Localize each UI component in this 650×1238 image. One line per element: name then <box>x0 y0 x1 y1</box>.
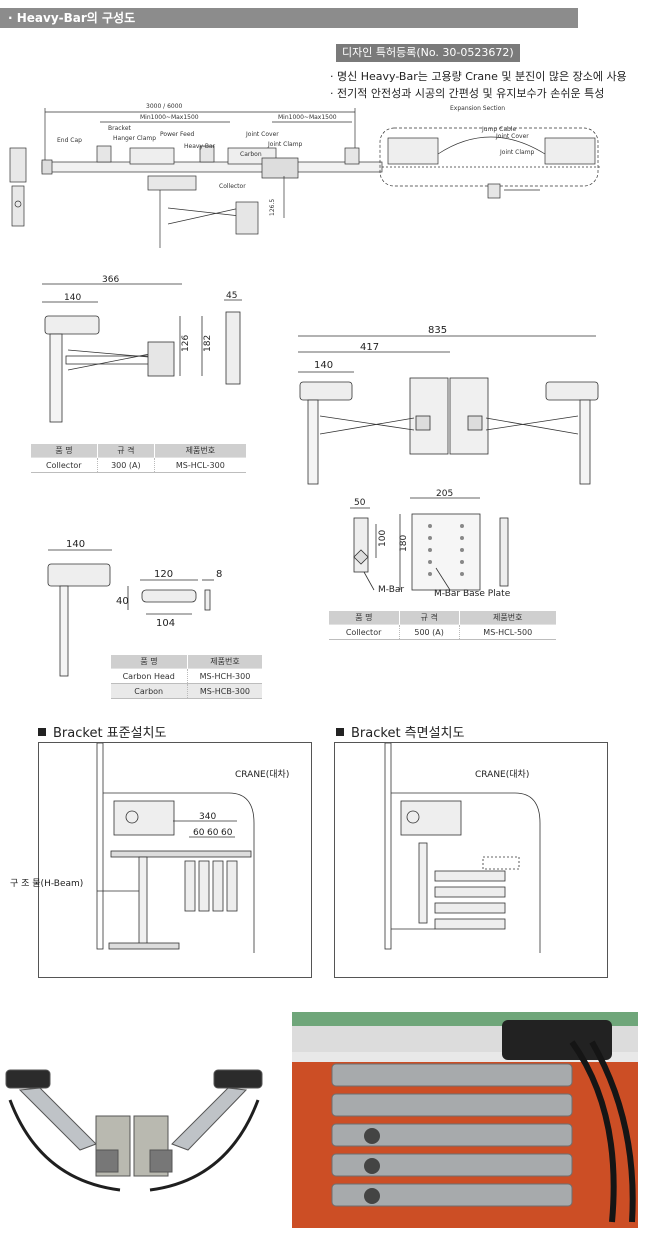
table-cell: 500 (A) <box>398 624 460 640</box>
table-header: 제품번호 <box>186 655 262 669</box>
dim-plate-h2: 180 <box>399 535 409 552</box>
dim-60-a: 60 <box>193 828 205 838</box>
label-hanger-clamp: Hanger Clamp <box>113 135 156 142</box>
label-collector: Collector <box>219 183 246 190</box>
collector-300-drawing: 366 140 45 126 182 <box>42 275 242 423</box>
label-joint-clamp-2: Joint Clamp <box>499 149 535 156</box>
feature-note-1: · 명신 Heavy-Bar는 고용량 Crane 및 분진이 많은 장소에 사… <box>330 70 627 83</box>
dim-h2: 182 <box>203 335 213 352</box>
table-header: 제품번호 <box>458 611 556 625</box>
dim-length: 3000 / 6000 <box>146 103 183 110</box>
label-carbon: Carbon <box>240 151 262 158</box>
carbon-drawing: 140 120 8 40 104 <box>47 539 222 677</box>
dim-span-left: Min1000~Max1500 <box>140 114 199 121</box>
dim-carbon-104: 104 <box>156 618 175 629</box>
bullet-square-icon <box>38 728 46 736</box>
collector-500-drawing: 835 417 140 <box>298 325 599 485</box>
section-title: · Heavy-Bar의 구성도 <box>0 8 578 28</box>
table-cell: MS-HCB-300 <box>186 683 262 699</box>
label-heavy-bar: Heavy-Bar <box>184 143 216 150</box>
dim-carbon-head: 140 <box>66 539 85 550</box>
table-cell: Collector <box>30 457 98 473</box>
bracket-side-drawing: CRANE(대차) <box>384 742 541 953</box>
dim-depth: 45 <box>226 291 237 301</box>
bracket-std-title: Bracket 표준설치도 <box>38 722 166 741</box>
table-cell: Collector <box>328 624 400 640</box>
table-cell: Carbon <box>110 683 188 699</box>
bullet-square-icon <box>336 728 344 736</box>
dim-340: 340 <box>199 812 216 822</box>
dim-width-500: 835 <box>428 325 447 336</box>
table-cell: MS-HCH-300 <box>186 668 262 684</box>
label-expansion-section: Expansion Section <box>450 105 505 112</box>
dim-head-500: 140 <box>314 360 333 371</box>
crane-side-label: CRANE(대차) <box>475 768 529 780</box>
patent-badge: 디자인 특허등록(No. 30-0523672) <box>336 44 520 62</box>
table-header: 제품번호 <box>153 444 246 458</box>
bracket-side-title: Bracket 측면설치도 <box>336 722 464 741</box>
label-jump-cable: Jump Cable <box>481 126 516 133</box>
table-header: 품 명 <box>30 444 98 458</box>
dim-60-c: 60 <box>221 828 233 838</box>
label-power-feed: Power Feed <box>160 131 195 138</box>
label-mbar-plate: M-Bar Base Plate <box>434 589 511 599</box>
bracket-std-panel: CRANE(대차) 340 60 60 60 <box>38 742 312 978</box>
dim-plate-w: 50 <box>354 498 366 508</box>
dim-span-right: Min1000~Max1500 <box>278 114 337 121</box>
dim-plate-top: 205 <box>436 489 453 499</box>
collector-assembly-photo <box>0 1060 268 1210</box>
label-end-cap: End Cap <box>57 137 82 144</box>
label-joint-cover: Joint Cover <box>245 131 279 138</box>
table-cell: MS-HCL-500 <box>458 624 556 640</box>
label-bracket: Bracket <box>108 125 132 132</box>
table-header: 품 명 <box>110 655 188 669</box>
dim-half-500: 417 <box>360 342 379 353</box>
mbar-plate-drawing: 205 50 100 180 M-Bar M-Bar Base Plate <box>350 489 511 599</box>
bracket-std-drawing: CRANE(대차) 340 60 60 60 <box>96 742 289 953</box>
dim-width: 366 <box>102 275 119 285</box>
collector-closeup-photo <box>292 1012 638 1228</box>
dim-carbon-8: 8 <box>216 569 222 580</box>
bracket-side-panel: CRANE(대차) <box>334 742 608 978</box>
dim-height: 126.5 <box>269 199 276 216</box>
label-mbar: M-Bar <box>378 585 404 595</box>
table-cell: Carbon Head <box>110 668 188 684</box>
system-overview-drawing: 3000 / 6000 Min1000~Max1500 Min1000~Max1… <box>9 103 600 248</box>
feature-note-2: · 전기적 안전성과 시공의 간편성 및 유지보수가 손쉬운 특성 <box>330 87 605 100</box>
label-joint-clamp: Joint Clamp <box>267 141 303 148</box>
dim-carbon-40: 40 <box>116 596 129 607</box>
dim-carbon-120: 120 <box>154 569 173 580</box>
dim-h1: 126 <box>181 335 191 352</box>
dim-head: 140 <box>64 293 81 303</box>
table-cell: MS-HCL-300 <box>153 457 246 473</box>
table-header: 규 격 <box>96 444 155 458</box>
crane-label: CRANE(대차) <box>235 768 289 780</box>
hbeam-label: 구 조 물(H-Beam) <box>10 879 84 889</box>
dim-60-b: 60 <box>207 828 219 838</box>
table-header: 품 명 <box>328 611 400 625</box>
table-cell: 300 (A) <box>96 457 155 473</box>
table-header: 규 격 <box>398 611 460 625</box>
label-joint-cover-2: Joint Cover <box>495 133 529 140</box>
dim-plate-h1: 100 <box>378 530 388 547</box>
